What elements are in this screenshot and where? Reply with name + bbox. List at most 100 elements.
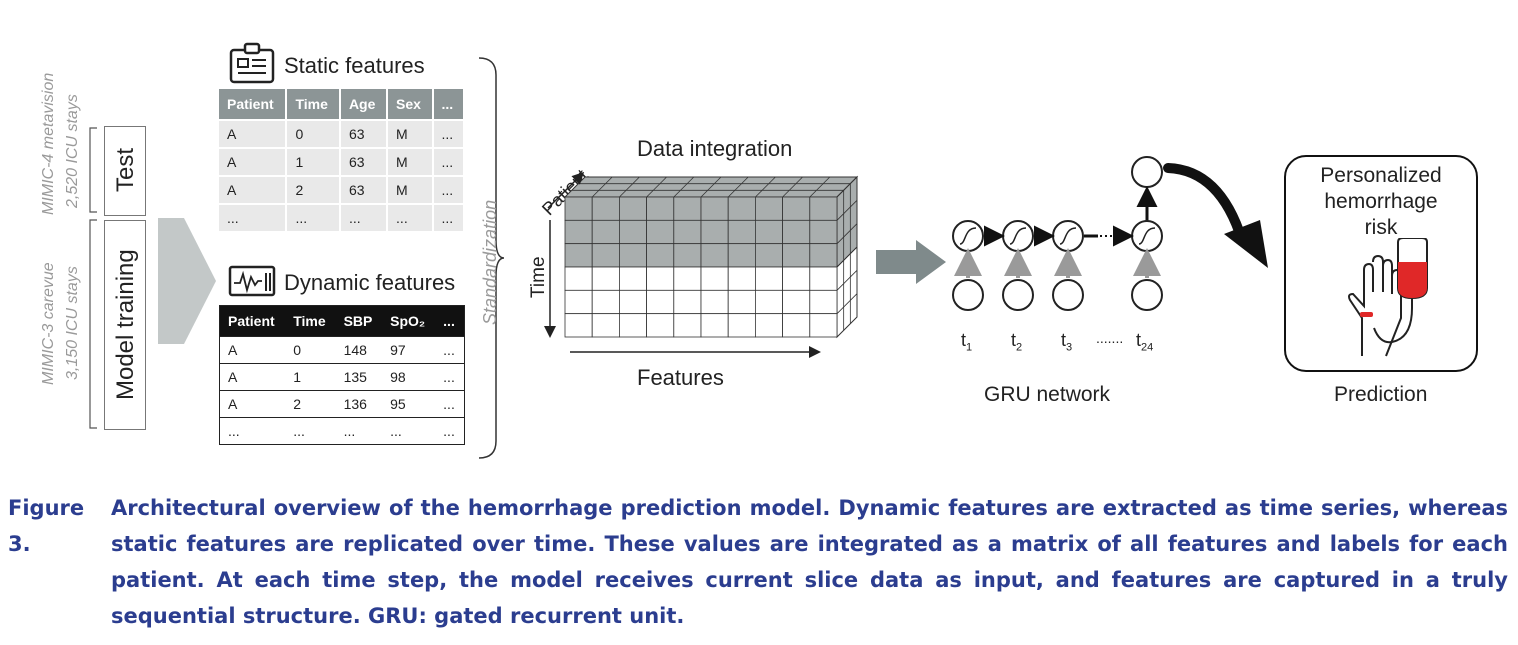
time-step-dots: .......: [1096, 330, 1124, 346]
table-cell: M: [387, 175, 434, 204]
gru-cell: [1052, 220, 1084, 252]
gru-network: [952, 156, 1163, 311]
table-cell: M: [387, 147, 434, 176]
static-features-title: Static features: [284, 53, 425, 78]
table-cell: ...: [432, 175, 466, 204]
cube-cell: [809, 266, 838, 291]
cube-grid-line: [619, 176, 640, 198]
data-cube: [544, 171, 859, 358]
table-cell: ...: [432, 203, 466, 231]
cube-cell: [727, 289, 756, 315]
static-header: Patient: [219, 89, 288, 120]
cube-cell: [673, 289, 702, 315]
table-cell: 0: [285, 336, 336, 364]
figure-caption-text: Architectural overview of the hemorrhage…: [111, 496, 1508, 628]
static-header: Time: [286, 89, 341, 120]
cube-cell: [700, 313, 729, 338]
gru-cell: [1131, 220, 1163, 252]
cube-cell: [782, 313, 811, 338]
cube-cell: [564, 219, 593, 245]
cube-cell: [727, 243, 756, 268]
cube-cell: [673, 266, 702, 291]
split-bracket: [89, 127, 97, 429]
table-cell: A: [219, 119, 288, 148]
table-cell: ...: [339, 203, 389, 231]
cube-cell: [727, 266, 756, 291]
cube-cell: [673, 196, 702, 221]
table-cell: 2: [285, 390, 336, 418]
table-cell: 2: [286, 175, 341, 204]
table-cell: ...: [335, 417, 383, 445]
training-box: [104, 220, 146, 430]
data-integration-title: Data integration: [637, 136, 793, 161]
test-box-label: Test: [112, 147, 139, 192]
cube-cell: [564, 196, 593, 221]
test-dataset-label: MIMIC-4 metavision: [40, 72, 57, 215]
table-cell: 97: [382, 336, 436, 364]
gru-cell: [952, 220, 984, 252]
table-cell: A: [219, 147, 288, 176]
dynamic-features-title: Dynamic features: [284, 270, 456, 295]
table-cell: ...: [435, 363, 465, 391]
cube-grid-line: [809, 176, 831, 198]
clipboard-icon: [229, 42, 275, 84]
cube-cell: [727, 196, 756, 221]
time-step-t: t: [1136, 330, 1142, 350]
standardization-label: Standardization: [480, 199, 500, 325]
test-box: [104, 126, 146, 216]
cube-cell: [619, 313, 648, 338]
cube-grid-line: [673, 176, 695, 198]
table-row: ... ... ... ... ...: [219, 417, 465, 445]
static-features-table: Patient Time Age Sex ... A 0 63 M ... A …: [219, 89, 466, 231]
cube-cell: [591, 313, 620, 338]
table-cell: A: [219, 390, 286, 418]
cube-cell: [782, 289, 811, 315]
figure-number: Figure 3.: [8, 496, 85, 556]
cube-cell: [646, 266, 675, 291]
cube-cell: [754, 219, 783, 245]
table-cell: ...: [219, 417, 286, 445]
time-step-label: t24: [1136, 330, 1153, 354]
table-cell: ...: [387, 203, 434, 231]
cube-cell: [782, 219, 811, 245]
table-cell: ...: [435, 336, 465, 364]
prediction-label: Prediction: [1334, 383, 1428, 406]
cube-cell: [700, 243, 729, 268]
cube-cell: [673, 313, 702, 338]
table-cell: 98: [382, 363, 436, 391]
table-cell: ...: [286, 203, 341, 231]
time-step-subscript: 24: [1141, 341, 1154, 354]
static-header: ...: [432, 89, 466, 120]
dynamic-header: Patient: [219, 305, 286, 337]
cube-cell: [591, 196, 620, 221]
cube-cell: [754, 313, 783, 338]
monitor-icon: [228, 265, 276, 297]
cube-grid-line: [591, 176, 613, 198]
cube-cell: [700, 219, 729, 245]
table-row: A 0 148 97 ...: [219, 336, 465, 364]
table-cell: 63: [339, 147, 389, 176]
cube-cell: [754, 243, 783, 268]
table-cell: 136: [335, 390, 383, 418]
cube-cell: [591, 266, 620, 291]
gru-network-label: GRU network: [984, 383, 1111, 406]
flow-arrow: [876, 240, 946, 284]
flow-chevron: [158, 218, 216, 344]
table-cell: 95: [382, 390, 436, 418]
table-cell: 1: [285, 363, 336, 391]
table-row: A 2 136 95 ...: [219, 390, 465, 418]
cube-cell: [700, 289, 729, 315]
cube-grid-line: [836, 270, 858, 291]
cube-cell: [809, 219, 838, 245]
dynamic-header: ...: [435, 305, 465, 337]
cube-cell: [646, 289, 675, 315]
table-row: A 1 135 98 ...: [219, 363, 465, 391]
cube-cell: [619, 266, 648, 291]
time-step-t: t: [1011, 330, 1017, 350]
table-cell: 63: [339, 119, 389, 148]
table-cell: A: [219, 175, 288, 204]
table-cell: 1: [286, 147, 341, 176]
time-step-subscript: 2: [1016, 341, 1023, 354]
dynamic-header: Time: [285, 305, 336, 337]
standardization-brace: [478, 57, 505, 459]
